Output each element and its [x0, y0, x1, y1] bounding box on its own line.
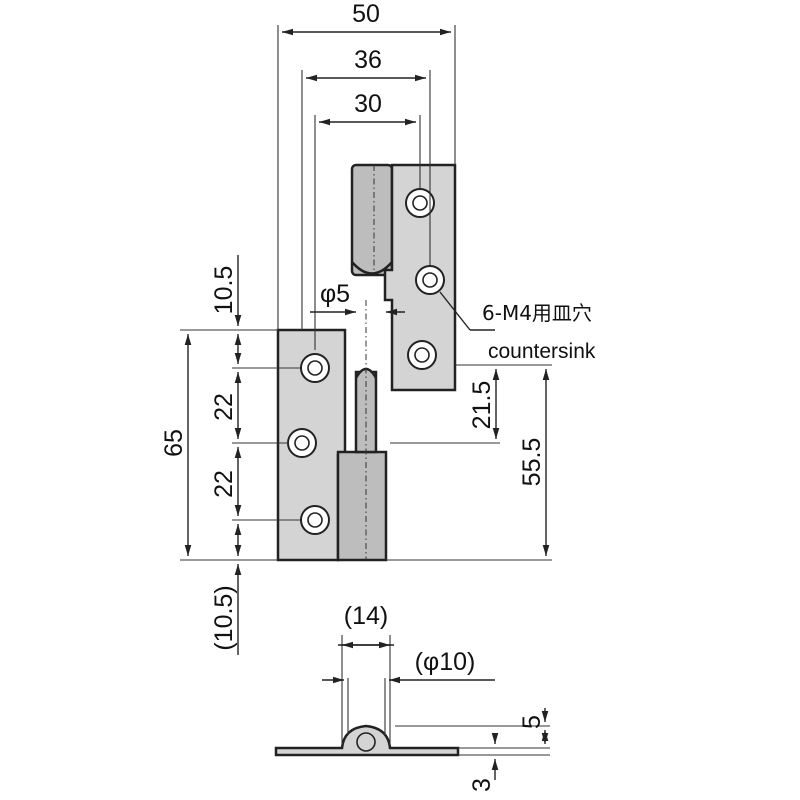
dim-plate-thickness: 3 — [468, 778, 496, 792]
side-view: (14) (φ10) 5 3 — [274, 602, 550, 792]
holes-note-jp: 6-M4用皿穴 — [482, 301, 592, 325]
dim-height-55-5: 55.5 — [518, 438, 546, 487]
dim-knuckle-height: 5 — [518, 715, 546, 729]
side-view-pin — [356, 732, 376, 752]
hole-lower-2 — [287, 428, 317, 458]
left-dimensions: 10.5 65 22 22 (10.5) — [160, 255, 300, 655]
hole-upper-2 — [415, 265, 445, 295]
hole-lower-1 — [300, 353, 330, 383]
hole-lower-3 — [300, 505, 330, 535]
dim-pin-diameter: φ5 — [320, 280, 350, 308]
dim-width-36: 36 — [354, 46, 382, 74]
side-view-body — [274, 724, 460, 757]
dim-upper-21-5: 21.5 — [468, 381, 496, 430]
dim-hole-pitch-1: 22 — [210, 393, 238, 421]
dim-top-offset: 10.5 — [210, 266, 238, 315]
pin-dimension: φ5 — [310, 280, 405, 316]
upper-knuckle — [350, 163, 394, 277]
dim-width-30: 30 — [354, 90, 382, 118]
dim-width-overall: 50 — [352, 0, 380, 28]
holes — [287, 188, 445, 535]
right-dimensions: 21.5 55.5 — [386, 364, 552, 561]
upper-knuckle-end — [351, 261, 393, 275]
hole-upper-1 — [405, 188, 435, 218]
holes-note-en: countersink — [488, 340, 596, 363]
top-dimensions: 50 36 30 — [277, 0, 456, 350]
dim-knuckle-width: (14) — [344, 602, 388, 630]
dim-height-65: 65 — [160, 429, 188, 457]
hole-callout: 6-M4用皿穴 countersink — [439, 291, 596, 363]
dim-knuckle-dia: (φ10) — [415, 648, 476, 676]
dim-bottom-offset: (10.5) — [210, 585, 238, 650]
lower-leaf — [276, 300, 388, 562]
dim-hole-pitch-2: 22 — [210, 470, 238, 498]
hole-upper-3 — [407, 340, 437, 370]
lower-knuckle — [336, 450, 388, 562]
